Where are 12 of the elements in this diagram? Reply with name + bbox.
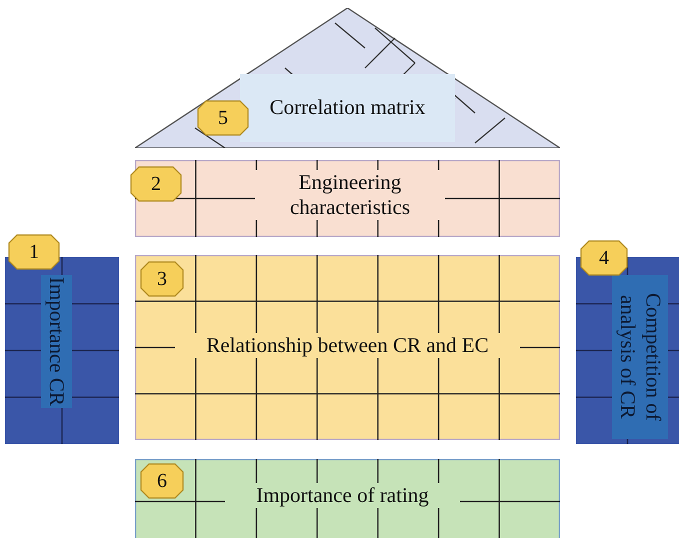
number-badge: 2 — [130, 166, 182, 202]
section-label: Competition of analysis of CR — [612, 275, 668, 439]
number-badge: 4 — [580, 240, 628, 276]
section-label: Correlation matrix — [240, 74, 455, 142]
section-label: Importance CR — [41, 275, 72, 408]
number-badge: 5 — [197, 100, 249, 136]
section-label: Engineering characteristics — [255, 170, 445, 220]
section-label: Importance of rating — [225, 483, 460, 508]
section-label: Relationship between CR and EC — [175, 333, 520, 358]
number-badge: 3 — [140, 261, 184, 297]
number-badge: 1 — [8, 234, 60, 270]
number-badge: 6 — [140, 463, 184, 499]
